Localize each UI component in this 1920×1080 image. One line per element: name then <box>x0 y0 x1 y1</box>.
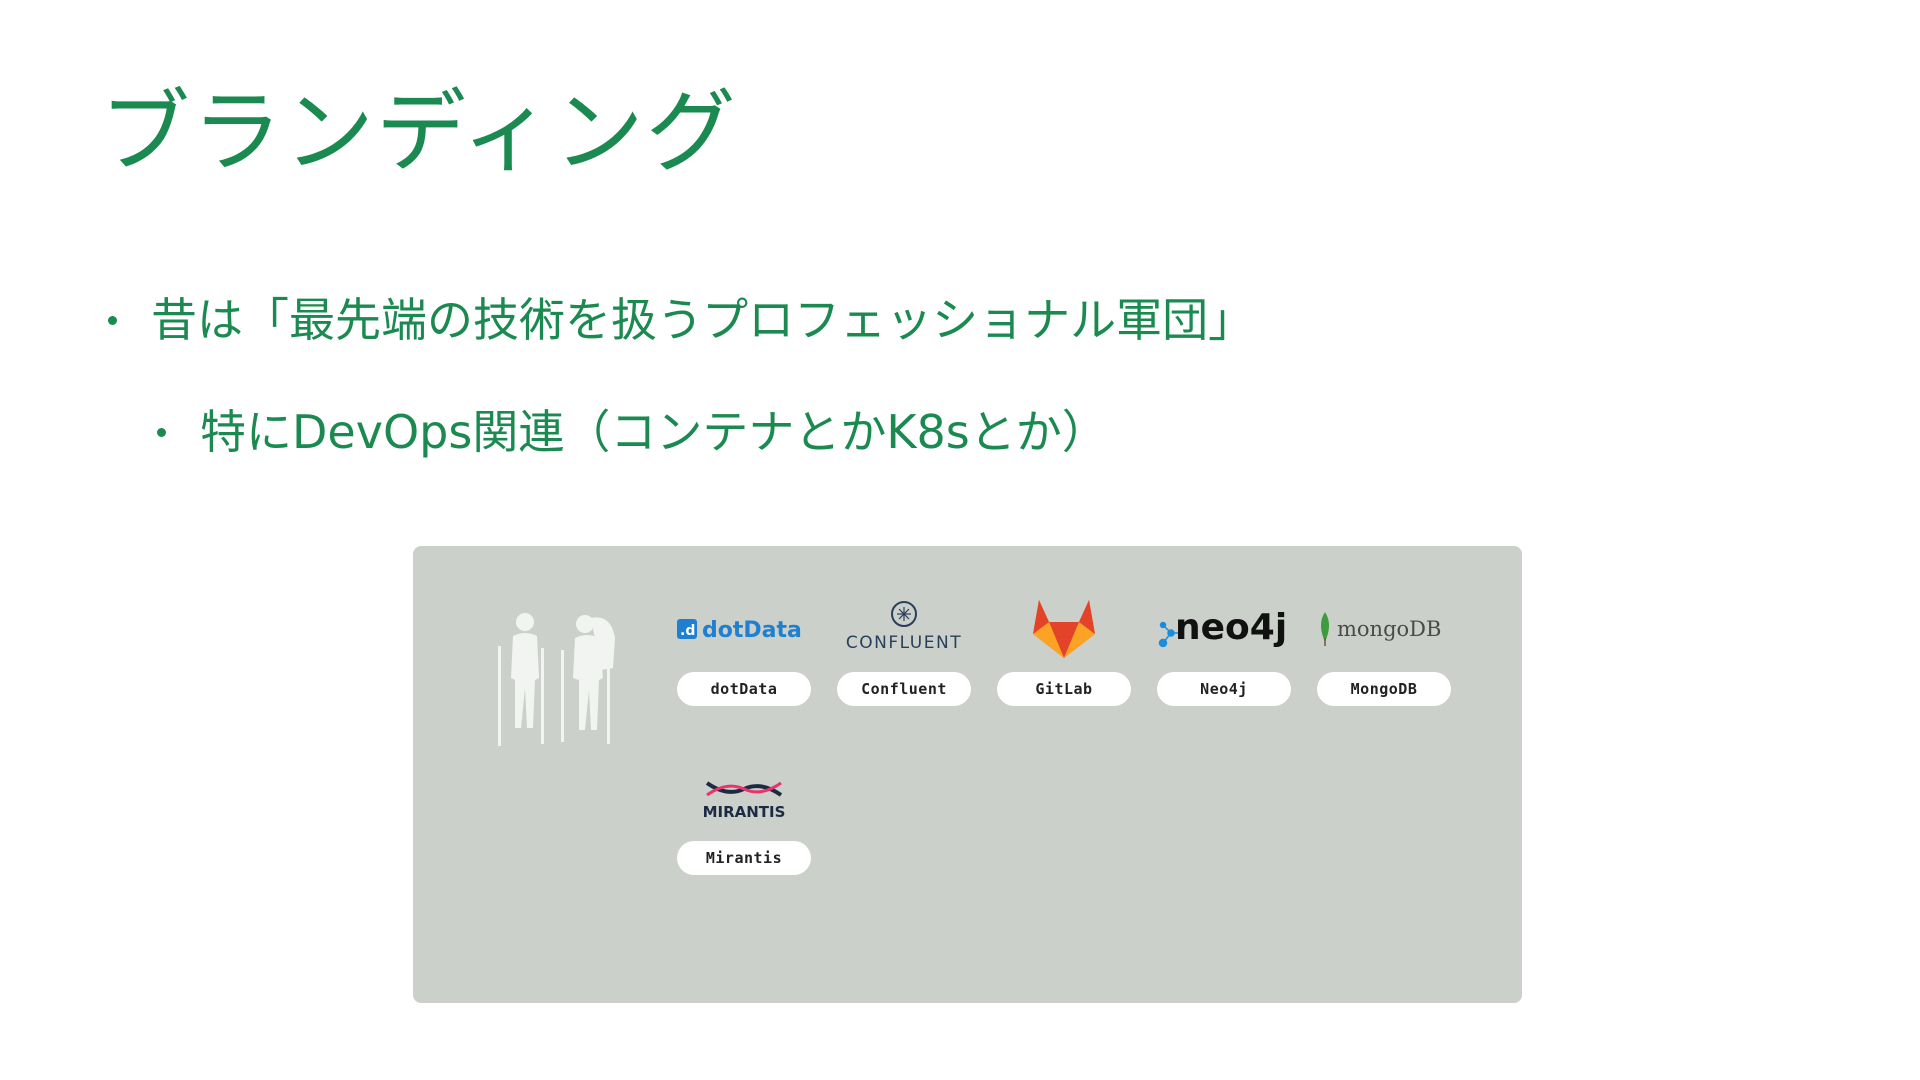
partner-label-gitlab: GitLab <box>997 672 1131 706</box>
neo4j-logo: neo4j <box>1157 588 1291 668</box>
partner-label-neo4j: Neo4j <box>1157 672 1291 706</box>
partner-card-mirantis: MIRANTIS Mirantis <box>677 757 811 875</box>
gitlab-fox-logo <box>997 588 1131 668</box>
partner-label-confluent: Confluent <box>837 672 971 706</box>
partner-label-dotdata: dotData <box>677 672 811 706</box>
partner-card-dotdata: .d dotData dotData <box>677 588 811 706</box>
partner-card-neo4j: neo4j Neo4j <box>1157 588 1291 706</box>
svg-text:.d: .d <box>680 623 695 639</box>
svg-text:CONFLUENT: CONFLUENT <box>846 633 962 653</box>
partner-card-gitlab: GitLab <box>997 588 1131 706</box>
partner-logo-panel: .d dotData dotData CONFLUENT Confluent <box>413 546 1522 1003</box>
mirantis-logo: MIRANTIS <box>677 757 811 837</box>
svg-text:mongoDB: mongoDB <box>1337 617 1441 641</box>
partner-card-confluent: CONFLUENT Confluent <box>837 588 971 706</box>
bullet-dot <box>108 315 117 325</box>
hikers-silhouette-icon <box>498 613 615 746</box>
partner-card-mongodb: mongoDB MongoDB <box>1317 588 1451 706</box>
partner-label-mirantis: Mirantis <box>677 841 811 875</box>
bullet-item-1: 昔は「最先端の技術を扱うプロフェッショナル軍団」 <box>108 290 1254 350</box>
svg-text:dotData: dotData <box>702 618 802 643</box>
dotdata-logo: .d dotData <box>677 588 811 668</box>
slide-title: ブランディング <box>100 80 738 185</box>
partner-label-mongodb: MongoDB <box>1317 672 1451 706</box>
bullet-text-1: 昔は「最先端の技術を扱うプロフェッショナル軍団」 <box>151 293 1255 347</box>
svg-text:MIRANTIS: MIRANTIS <box>703 803 786 821</box>
confluent-logo: CONFLUENT <box>837 588 971 668</box>
bullet-dot <box>157 427 166 437</box>
bullet-item-2: 特にDevOps関連（コンテナとかK8sとか） <box>157 402 1108 462</box>
svg-text:neo4j: neo4j <box>1175 607 1287 648</box>
mongodb-leaf-logo: mongoDB <box>1317 588 1451 668</box>
bullet-text-2: 特にDevOps関連（コンテナとかK8sとか） <box>200 405 1108 459</box>
